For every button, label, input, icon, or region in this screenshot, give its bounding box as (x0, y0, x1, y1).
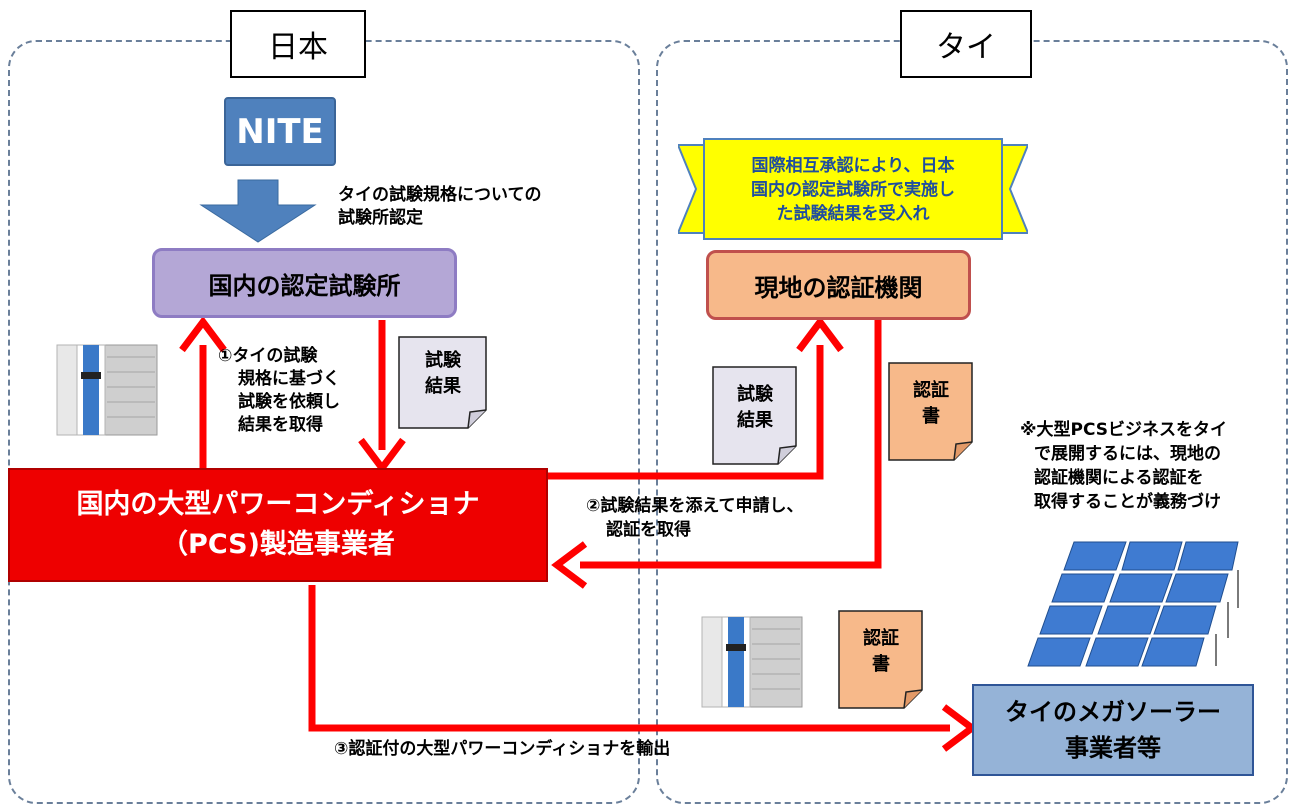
manufacturer-box: 国内の大型パワーコンディショナ （PCS)製造事業者 (8, 468, 548, 582)
step1-note: ①タイの試験 規格に基づく 試験を依頼し 結果を取得 (218, 346, 340, 435)
mega-solar-operator-box: タイのメガソーラー 事業者等 (972, 684, 1254, 776)
request-arrowhead (179, 316, 227, 353)
solar-panel-array-icon (1012, 538, 1244, 670)
mutual-recognition-banner-shape (678, 138, 1028, 240)
certificate-document-2: 認証書 (838, 610, 924, 710)
thailand-region-label: タイ (900, 10, 1032, 78)
step3-note: ③認証付の大型パワーコンディショナを輸出 (334, 739, 671, 759)
accreditation-note: タイの試験規格についての 試験所認定 (338, 185, 542, 228)
local-certification-body-box: 現地の認証機関 (706, 250, 971, 320)
regulation-side-note: ※大型PCSビジネスをタイ で展開するには、現地の 認証機関による認証を 取得す… (1020, 420, 1228, 512)
test-result-document-1: 試験結果 (398, 336, 488, 430)
application-arrowhead (796, 316, 844, 353)
export-arrow-line (308, 585, 950, 732)
certificate-return-line (580, 320, 882, 569)
mutual-recognition-banner: 国際相互承認により、日本 国内の認定試験所で実施し た試験結果を受入れ (751, 156, 955, 224)
application-arrow-line (548, 345, 824, 480)
pcs-server-icon (55, 342, 161, 438)
domestic-lab-box: 国内の認定試験所 (152, 248, 457, 318)
japan-region-label: 日本 (230, 10, 366, 78)
test-result-document-2: 試験結果 (712, 366, 798, 466)
accreditation-arrow (199, 179, 317, 243)
flow-arrows (179, 179, 978, 752)
step2-note: ②試験結果を添えて申請し、 認証を取得 (586, 496, 804, 540)
nite-box: NITE (224, 97, 336, 166)
certificate-document-1: 認証書 (888, 362, 974, 462)
certificate-return-arrowhead (551, 541, 588, 589)
exported-pcs-server-icon (700, 614, 806, 710)
